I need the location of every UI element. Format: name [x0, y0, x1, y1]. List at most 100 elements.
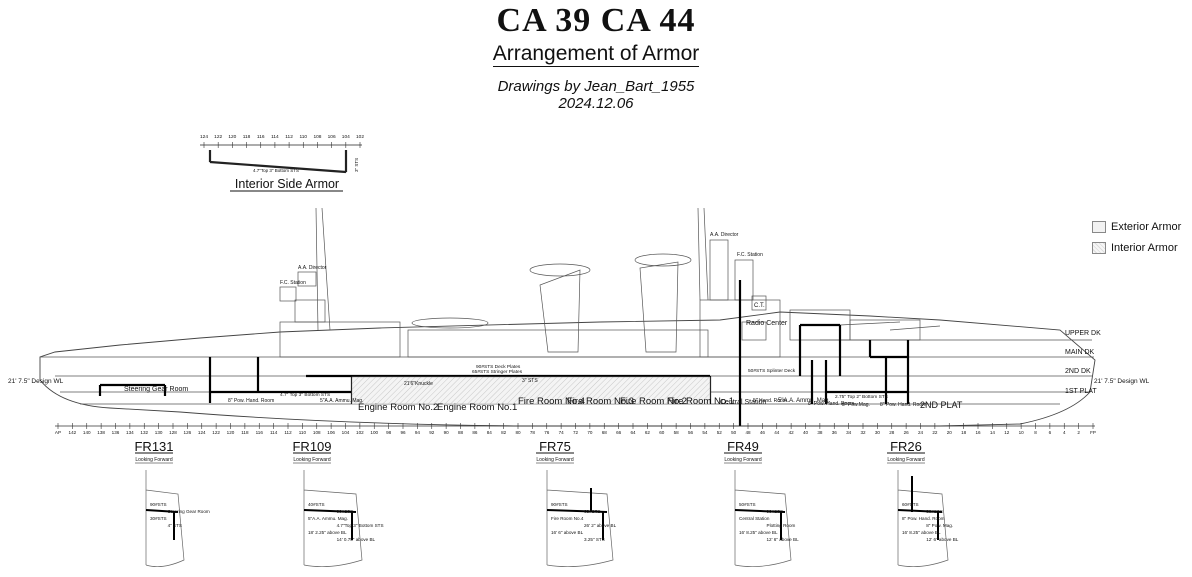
- label-top-bottom: 2.75" Top 2" Bottom STS: [835, 394, 888, 400]
- legend-label: Interior Armor: [1111, 241, 1178, 254]
- waterline-left: 21' 7.5" Design WL: [8, 378, 64, 385]
- legend-item-interior: Interior Armor: [1092, 237, 1181, 258]
- frame-tick-label: 22: [932, 430, 938, 435]
- section-note: Looking Forward: [724, 457, 761, 463]
- frame-tick-label: 66: [616, 430, 622, 435]
- frame-tick-label: 90: [444, 430, 450, 435]
- label-fwd-8-mag: 8" Pow.Mag.: [842, 402, 870, 408]
- frame-tick-label: 68: [602, 430, 608, 435]
- inset-frame-label: 114: [271, 134, 279, 140]
- frame-tick-label: 84: [487, 430, 493, 435]
- frame-tick-label: 42: [789, 430, 795, 435]
- frame-tick-label: 38: [817, 430, 823, 435]
- section-label: 60#STS: [902, 502, 919, 507]
- frame-tick-label: 72: [573, 430, 579, 435]
- drawing-subtitle: Arrangement of Armor: [492, 42, 700, 67]
- frame-tick-label: 130: [155, 430, 163, 435]
- compartment-engine-2: Engine Room No.2: [358, 402, 438, 413]
- frame-tick-label: 36: [832, 430, 838, 435]
- section-note: Looking Forward: [135, 457, 172, 463]
- section-label: 16' 8.25" above BL: [902, 530, 941, 535]
- label-fwd-hand-room: 5" Hand. Room: [753, 398, 787, 404]
- deck-2nd: 2ND DK: [1065, 368, 1091, 375]
- label-fwd-room: 8" Pow. Hand. Room: [880, 402, 926, 408]
- drawing-title: CA 39 CA 44: [496, 2, 696, 39]
- frame-tick-label: FP: [1090, 430, 1096, 435]
- section-title: FR26: [890, 439, 922, 454]
- interior-side-armor-inset: [200, 142, 362, 174]
- label-knuckle: 21'6"Knuckle: [404, 381, 433, 387]
- inset-frame-label: 106: [328, 134, 336, 140]
- inset-frame-label: 104: [342, 134, 350, 140]
- deck-1st-plat: 1ST PLAT: [1065, 388, 1097, 395]
- legend-label: Exterior Armor: [1111, 220, 1182, 233]
- frame-tick-label: 10: [1019, 430, 1025, 435]
- section-label: 3.25" STS: [584, 537, 605, 542]
- section-label: 40#STS: [308, 502, 325, 507]
- label-aft-aa-mag: 5"A.A. Ammu. Mag.: [320, 398, 363, 404]
- interior-armor-belt: [351, 376, 711, 405]
- deck-upper: UPPER DK: [1065, 330, 1101, 337]
- section-label: 8" Pow. Mag.: [926, 523, 953, 528]
- credit-date: 2024.12.06: [558, 95, 634, 112]
- section-label: 90#STS: [337, 509, 354, 514]
- frame-tick-label: 56: [688, 430, 694, 435]
- inset-frame-label: 110: [299, 134, 307, 140]
- credit-block: Drawings by Jean_Bart_1955 2024.12.06: [0, 78, 1192, 112]
- frame-tick-label: 50: [731, 430, 737, 435]
- label-aft-hand-room: 8" Pow. Hand. Room: [228, 398, 274, 404]
- frame-tick-label: AP: [55, 430, 61, 435]
- section-label: 90#STS: [150, 502, 167, 507]
- inset-frame-label: 124: [200, 134, 208, 140]
- frame-tick-label: 6: [1049, 430, 1052, 435]
- frame-tick-label: 108: [313, 430, 321, 435]
- label-sts-47: 4.7" Top 3" Bottom STS: [280, 392, 330, 398]
- frame-tick-label: 82: [501, 430, 507, 435]
- deck-2nd-plat: 2ND PLAT: [920, 400, 963, 410]
- deck-main: MAIN DK: [1065, 349, 1095, 356]
- frame-tick-label: 102: [356, 430, 364, 435]
- frame-tick-label: 64: [630, 430, 636, 435]
- frame-tick-label: 100: [370, 430, 378, 435]
- compartment-radio: Radio Center: [746, 320, 788, 327]
- frame-tick-label: 124: [198, 430, 206, 435]
- credit-author: Drawings by Jean_Bart_1955: [497, 78, 695, 95]
- section-label: 16' 6" above BL: [551, 530, 584, 535]
- inset-frame-label: 108: [313, 134, 321, 140]
- frame-tick-label: 86: [472, 430, 478, 435]
- label-mid-sts: 3" STS: [522, 378, 538, 384]
- frame-tick-label: 70: [587, 430, 593, 435]
- compartment-fire-4: Fire Room No.4: [518, 396, 585, 407]
- section-title: FR109: [292, 439, 331, 454]
- frame-tick-label: 98: [386, 430, 392, 435]
- inset-frame-label: 118: [243, 134, 251, 140]
- label-fwd-aa-mag: 5"A.A. Ammu. Mag.: [778, 398, 830, 404]
- frame-tick-label: 138: [97, 430, 105, 435]
- frame-tick-label: 26: [904, 430, 910, 435]
- inset-frame-label: 112: [285, 134, 293, 140]
- frame-tick-label: 96: [400, 430, 406, 435]
- inset-frame-label: 116: [257, 134, 265, 140]
- frame-tick-label: 104: [342, 430, 350, 435]
- section-label: 90#STS: [767, 509, 784, 514]
- inset-title: Interior Side Armor: [235, 177, 339, 191]
- section-label: 26' 2" above BL: [584, 523, 617, 528]
- label-aa-director-aft: A.A. Director: [298, 265, 327, 271]
- section-note: Looking Forward: [887, 457, 924, 463]
- frame-tick-label: 126: [184, 430, 192, 435]
- frame-tick-label: 48: [745, 430, 751, 435]
- section-label: 4.7"Top 3" Bottom STS: [337, 523, 384, 528]
- interior-swatch-icon: [1092, 241, 1106, 254]
- section-note: Looking Forward: [536, 457, 573, 463]
- section-label: 90#STS: [551, 502, 568, 507]
- frame-tick-label: 8: [1034, 430, 1037, 435]
- section-label: 12' 6" above BL: [767, 537, 800, 542]
- section-label: 65#STS: [584, 509, 601, 514]
- section-label: 30#STS: [926, 509, 943, 514]
- frame-tick-label: 30: [875, 430, 881, 435]
- frame-tick-label: 114: [270, 430, 278, 435]
